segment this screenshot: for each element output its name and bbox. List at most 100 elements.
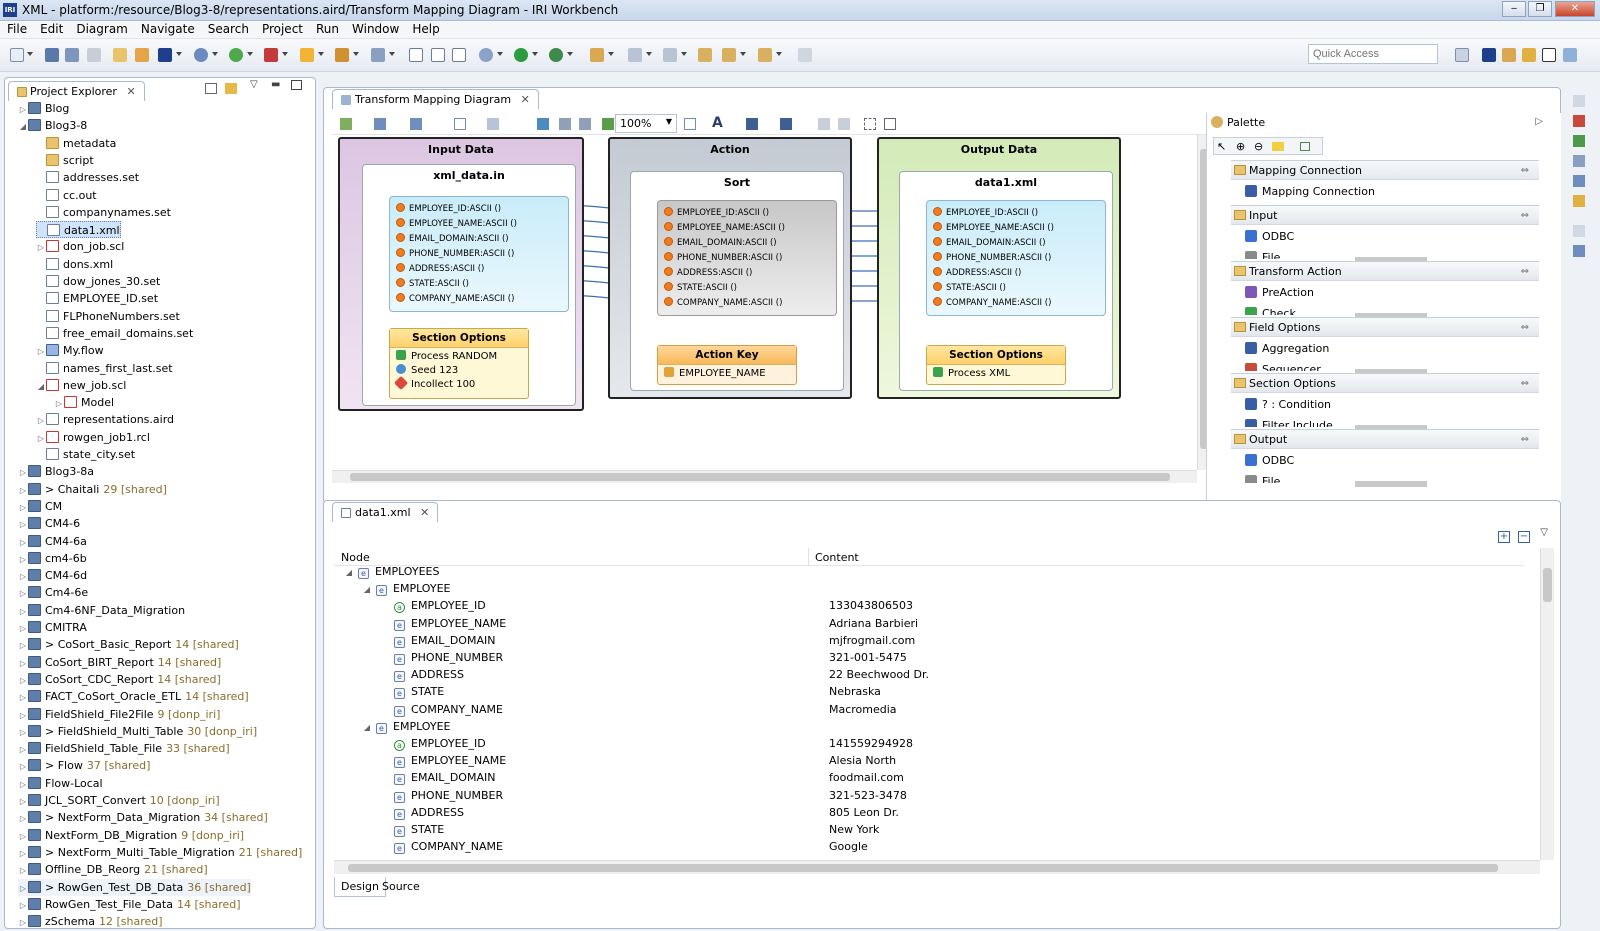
tree-expand-icon[interactable]: ▷: [19, 848, 27, 858]
field-port-icon[interactable]: [933, 282, 942, 291]
menu-diagram[interactable]: Diagram: [76, 22, 128, 36]
palette-item[interactable]: Check: [1245, 304, 1296, 315]
chevron-down-icon[interactable]: [27, 52, 33, 56]
content-cell[interactable]: Macromedia: [829, 702, 897, 716]
outline-icon[interactable]: [1573, 115, 1585, 127]
field-port-icon[interactable]: [933, 222, 942, 231]
tree-expand-icon[interactable]: ▷: [19, 814, 27, 824]
link-editor-icon[interactable]: [225, 83, 237, 94]
view-menu-icon[interactable]: ▽: [250, 79, 258, 90]
forward-icon[interactable]: [758, 48, 772, 62]
chevron-down-icon[interactable]: [681, 52, 687, 56]
scroll-thumb[interactable]: [1543, 568, 1552, 602]
field-input[interactable]: STATE:ASCII (): [396, 278, 469, 289]
field-output[interactable]: EMPLOYEE_ID:ASCII (): [933, 207, 1038, 218]
chevron-down-icon[interactable]: [646, 52, 652, 56]
line-color-icon[interactable]: [780, 118, 792, 130]
palette-group[interactable]: Field Options⇔: [1231, 317, 1539, 337]
tree-expand-icon[interactable]: ▷: [19, 866, 27, 876]
action-container[interactable]: Action Sort EMPLOYEE_ID:ASCII ()EMPLOYEE…: [608, 137, 852, 399]
diagram-canvas[interactable]: Input Data xml_data.in EMPLOYEE_ID:ASCII…: [332, 135, 1194, 470]
palette-toggle-icon[interactable]: ▷: [1535, 116, 1543, 127]
tree-expand-icon[interactable]: ▷: [19, 485, 27, 495]
tree-item[interactable]: ▷representations.aird: [36, 411, 174, 428]
tree-expand-icon[interactable]: ▷: [19, 762, 27, 772]
field-output[interactable]: EMPLOYEE_NAME:ASCII (): [933, 222, 1054, 233]
pin-icon[interactable]: [559, 118, 571, 130]
field-output[interactable]: STATE:ASCII (): [933, 282, 1006, 293]
diagram-horizontal-scrollbar[interactable]: [332, 470, 1197, 483]
tree-expand-icon[interactable]: ▷: [19, 779, 27, 789]
collapse-all-icon[interactable]: −: [1518, 531, 1530, 543]
output-field-list[interactable]: EMPLOYEE_ID:ASCII () EMPLOYEE_NAME:ASCII …: [926, 200, 1106, 316]
output-file-node[interactable]: data1.xml EMPLOYEE_ID:ASCII ()EMPLOYEE_N…: [899, 171, 1113, 391]
input-section-options[interactable]: Section Options Process RANDOM Seed 123 …: [389, 328, 529, 399]
field-input[interactable]: PHONE_NUMBER:ASCII (): [396, 248, 514, 259]
tree-expand-icon[interactable]: ▷: [55, 399, 63, 409]
palette-item[interactable]: File: [1245, 248, 1280, 259]
input-file-node[interactable]: xml_data.in EMPLOYEE_ID:ASCII ()EMPLOYEE…: [362, 164, 576, 406]
action-field-list[interactable]: EMPLOYEE_ID:ASCII ()EMPLOYEE_NAME:ASCII …: [657, 200, 837, 316]
tab-source[interactable]: Source: [382, 880, 420, 893]
col-content-header[interactable]: Content: [815, 551, 859, 564]
tree-expand-icon[interactable]: ▷: [19, 606, 27, 616]
output-data-container[interactable]: Output Data data1.xml EMPLOYEE_ID:ASCII …: [877, 137, 1121, 399]
section-item-process[interactable]: Process XML: [927, 365, 1065, 379]
save-all-icon[interactable]: [65, 48, 79, 62]
tree-expand-icon[interactable]: ▷: [19, 502, 27, 512]
palette-item[interactable]: Sequencer: [1245, 360, 1321, 371]
tree-item[interactable]: state_city.set: [36, 446, 135, 463]
field-port-icon[interactable]: [664, 282, 673, 291]
collapse-icon[interactable]: ⇔: [1520, 434, 1529, 445]
new-icon[interactable]: [10, 48, 24, 62]
close-icon[interactable]: ✕: [126, 85, 136, 98]
field-action[interactable]: EMPLOYEE_NAME:ASCII (): [664, 222, 785, 233]
chevron-down-icon[interactable]: [608, 52, 614, 56]
close-window-button[interactable]: ✕: [1555, 1, 1595, 17]
note-icon[interactable]: [1272, 142, 1284, 151]
select-all-icon[interactable]: [340, 118, 352, 130]
palette-group[interactable]: Input⇔: [1231, 205, 1539, 225]
restore-icon[interactable]: [1573, 225, 1585, 237]
tree-item[interactable]: ▷CM: [18, 498, 62, 515]
restore-icon[interactable]: [1573, 95, 1585, 107]
maximize-view-icon[interactable]: [291, 80, 302, 90]
note-attachment-icon[interactable]: [1300, 142, 1310, 151]
field-port-icon[interactable]: [933, 267, 942, 276]
problems-icon[interactable]: [1573, 175, 1585, 187]
fill-color-icon[interactable]: [746, 118, 758, 130]
palette-group-scrollbar[interactable]: [1355, 369, 1427, 375]
iri-icon[interactable]: [158, 48, 172, 62]
tree-item[interactable]: addresses.set: [36, 169, 139, 186]
tree-expand-icon[interactable]: ◢: [363, 722, 371, 732]
tree-item[interactable]: ▷CMITRA: [18, 619, 87, 636]
menu-edit[interactable]: Edit: [40, 22, 64, 36]
field-input[interactable]: ADDRESS:ASCII (): [396, 263, 484, 274]
tree-item[interactable]: ▷don_job.scl: [36, 238, 124, 255]
collapse-icon[interactable]: ⇔: [1520, 322, 1529, 333]
maximize-button[interactable]: ❐: [1528, 1, 1552, 17]
tree-expand-icon[interactable]: ◢: [363, 585, 371, 595]
scroll-thumb[interactable]: [350, 473, 1170, 481]
field-port-icon[interactable]: [396, 293, 405, 302]
field-action[interactable]: PHONE_NUMBER:ASCII (): [664, 252, 782, 263]
iri-perspective-icon[interactable]: [1482, 48, 1496, 62]
tree-item[interactable]: FLPhoneNumbers.set: [36, 308, 180, 325]
chevron-down-icon[interactable]: [318, 52, 324, 56]
minimize-button[interactable]: ‒: [1502, 1, 1526, 17]
field-output[interactable]: COMPANY_NAME:ASCII (): [933, 297, 1051, 308]
previous-annotation-icon[interactable]: [663, 48, 677, 62]
tree-item[interactable]: metadata: [36, 135, 116, 152]
